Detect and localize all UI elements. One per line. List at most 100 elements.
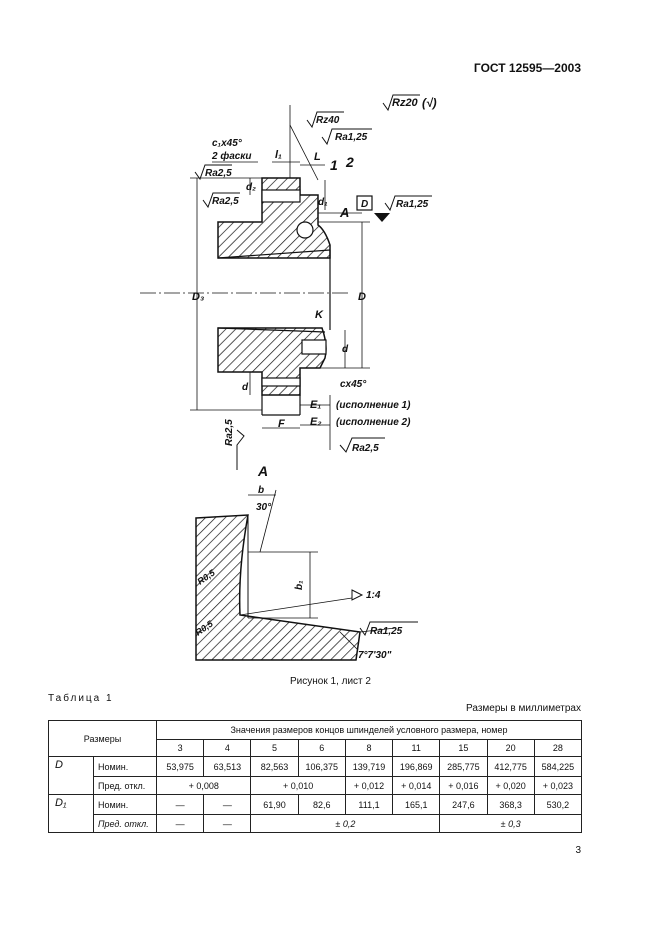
ra125-top-label: Ra1,25: [335, 132, 368, 143]
angle30-label: 30°: [256, 502, 272, 513]
table-cell: 53,975: [155, 756, 205, 777]
figure-caption: Рисунок 1, лист 2: [290, 676, 371, 687]
table-cell: + 0,010: [250, 776, 346, 795]
header-values-title: Значения размеров концов шпинделей услов…: [156, 720, 582, 740]
table-cell: ± 0,3: [439, 814, 582, 833]
table-cell: 165,1: [392, 794, 441, 815]
d-left-label: d: [242, 382, 249, 393]
F-label: F: [278, 418, 285, 430]
version2-label: (исполнение 2): [336, 417, 411, 428]
table-sizes-row: 3 4 5 6 8 11 15 20 28: [49, 739, 583, 757]
L-label: L: [314, 151, 321, 163]
D3-label: D₃: [192, 291, 204, 303]
table-cell: 82,563: [250, 756, 299, 777]
size-cell: 6: [297, 739, 346, 757]
chamfer-top-label: c₁x45°: [212, 138, 243, 149]
d-right-label: d: [342, 344, 349, 355]
page-number: 3: [575, 845, 581, 856]
table-row: Пред. откл. + 0,008 + 0,010 + 0,012 + 0,…: [49, 776, 583, 795]
E1-label: E₁: [310, 399, 321, 411]
datum-D-label: D: [361, 199, 368, 210]
taper-label: 1:4: [366, 590, 381, 601]
A-section-label: A: [339, 205, 349, 220]
chamfer-top-2-label: 2 фаски: [211, 150, 252, 162]
detail-a: [195, 489, 396, 661]
rz40-label: Rz40: [316, 115, 340, 126]
ra25-bottom-right-label: Ra2,5: [352, 443, 379, 454]
D-dimension-label: D: [358, 291, 366, 303]
E2-label: E₂: [310, 416, 322, 428]
d2-label: d₂: [246, 182, 256, 193]
l1-label: l₁: [275, 149, 282, 161]
datum-triangle: [374, 213, 390, 222]
num1-label: 1: [330, 157, 338, 173]
table-cell: 82,6: [297, 794, 346, 815]
datum-box: [356, 195, 373, 211]
roughness-general-label: Rz20: [392, 97, 419, 109]
ra25-left-top-label: Ra2,5: [205, 168, 232, 179]
table-cell: 61,90: [250, 794, 299, 815]
table-cell: + 0,014: [392, 776, 441, 795]
roughness-bracket: (√): [422, 96, 437, 110]
row-D-name: D: [48, 756, 94, 795]
table-cell: + 0,023: [533, 776, 583, 795]
table-cell: + 0,012: [344, 776, 394, 795]
taper-angle-label: 7°7'30": [358, 650, 392, 661]
row-label: Номин.: [93, 756, 157, 777]
table-row: Пред. откл. — — ± 0,2 ± 0,3: [49, 814, 582, 833]
dimension-lines: [190, 105, 370, 450]
section-upper: [217, 177, 331, 259]
table-cell: 412,775: [486, 756, 535, 777]
chamfer-bottom-label: cx45°: [340, 379, 367, 390]
size-cell: 4: [203, 739, 252, 757]
b1-label: b₁: [294, 580, 305, 590]
table-row: D Номин. 53,975 63,513 82,563 106,375 13…: [48, 756, 583, 795]
standard-header: ГОСТ 12595—2003: [473, 61, 581, 75]
table-label: Таблица 1: [48, 693, 114, 704]
ra125-detail-label: Ra1,25: [370, 626, 403, 637]
table-cell: + 0,016: [439, 776, 488, 795]
b-label: b: [258, 485, 264, 496]
spindle-dimensions-table: Размеры Значения размеров концов шпиндел…: [48, 720, 583, 833]
ra25-bottom-left-label: Ra2,5: [224, 419, 235, 446]
row-label: Пред. откл.: [93, 776, 157, 795]
table-cell: 247,6: [439, 794, 488, 815]
table-cell: + 0,020: [486, 776, 535, 795]
size-cell: 11: [392, 739, 441, 757]
roughness-symbols: [194, 94, 432, 637]
technical-drawing: Rz20 (√) Rz40 Ra1,25 c₁x45° 2 фаски l₁ L…: [140, 94, 437, 661]
size-cell: 15: [439, 739, 488, 757]
table-cell: —: [155, 794, 205, 815]
size-cell: 5: [250, 739, 299, 757]
detail-A-label: A: [257, 463, 268, 479]
table-cell: + 0,008: [155, 776, 252, 795]
table-cell: 106,375: [297, 756, 346, 777]
d1-label: d₁: [318, 197, 328, 208]
section-lower: [217, 327, 327, 396]
table-cell: 584,225: [533, 756, 583, 777]
table-cell: 285,775: [439, 756, 488, 777]
K-label: K: [315, 309, 324, 321]
table-cell: 111,1: [344, 794, 394, 815]
table-cell: 368,3: [486, 794, 535, 815]
size-cell: 28: [533, 739, 583, 757]
size-cell: 8: [344, 739, 394, 757]
table-cell: 196,869: [392, 756, 441, 777]
table-header-row: Размеры Значения размеров концов шпиндел…: [48, 720, 582, 757]
table-row: D₁ Номин. — — 61,90 82,6 111,1 165,1 247…: [48, 794, 583, 833]
header-dims: Размеры: [48, 720, 157, 757]
row-D1-name: D₁: [48, 794, 94, 833]
table-cell: —: [203, 794, 252, 815]
size-cell: 20: [486, 739, 535, 757]
table-cell: 63,513: [203, 756, 252, 777]
ra25-left-mid-label: Ra2,5: [212, 196, 239, 207]
table-cell: 530,2: [533, 794, 583, 815]
table-units: Размеры в миллиметрах: [466, 703, 581, 714]
ra125-side-label: Ra1,25: [396, 199, 429, 210]
row-label: Номин.: [93, 794, 157, 815]
num2-label: 2: [345, 154, 354, 170]
version1-label: (исполнение 1): [336, 400, 411, 411]
table-cell: —: [203, 814, 252, 833]
table-cell: ± 0,2: [250, 814, 441, 833]
row-label: Пред. откл.: [93, 814, 157, 833]
